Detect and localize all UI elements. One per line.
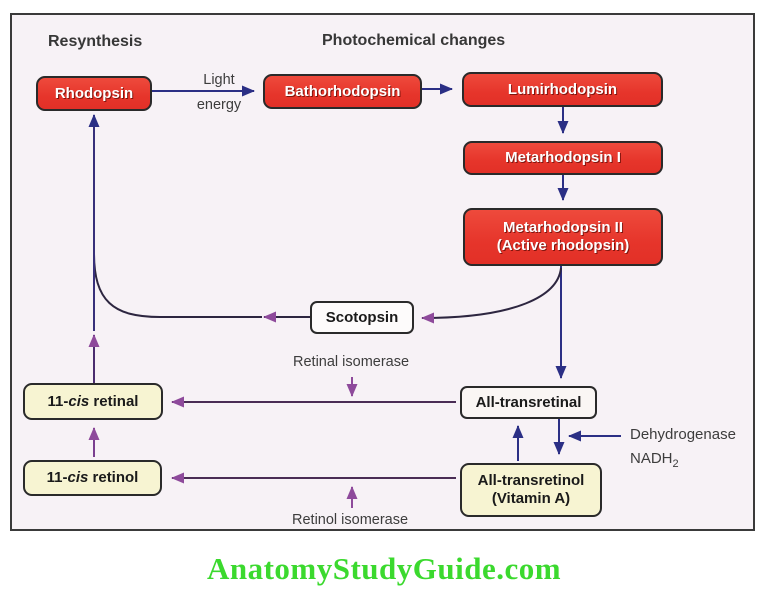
node-all-transretinal-label: All-transretinal: [475, 393, 582, 411]
node-11-cis-retinol-label: 11-cis retinol: [46, 469, 139, 486]
node-metarhodopsin-i: Metarhodopsin I: [463, 141, 663, 175]
heading-resynthesis: Resynthesis: [48, 33, 143, 50]
node-scotopsin: Scotopsin: [310, 301, 414, 334]
node-11-cis-retinal-label: 11-cis retinal: [47, 392, 139, 410]
curve-scotopsin-to-rhodopsin-line: [93, 252, 310, 323]
node-metarhodopsin-ii: Metarhodopsin II (Active rhodopsin): [463, 208, 663, 266]
node-lumirhodopsin: Lumirhodopsin: [462, 72, 663, 107]
label-nadh2: NADH2: [630, 450, 679, 470]
label-dehydrogenase: Dehydrogenase: [630, 426, 736, 443]
label-retinol-isomerase: Retinol isomerase: [292, 512, 409, 528]
node-rhodopsin-label: Rhodopsin: [54, 84, 134, 102]
node-bathorhodopsin-label: Bathorhodopsin: [284, 82, 401, 100]
node-11-cis-retinol: 11-cis retinol: [23, 460, 162, 496]
node-metarhodopsin-i-label: Metarhodopsin I: [505, 149, 621, 166]
node-all-transretinol: All-transretinol (Vitamin A): [460, 463, 602, 517]
node-bathorhodopsin: Bathorhodopsin: [263, 74, 422, 109]
node-rhodopsin: Rhodopsin: [36, 76, 152, 111]
watermark-anatomystudyguide: AnatomyStudyGuide.com: [206, 551, 562, 586]
node-scotopsin-label: Scotopsin: [325, 308, 399, 326]
heading-photochemical-changes: Photochemical changes: [322, 32, 506, 49]
curve-metarhodopsin-ii-to-scotopsin: [421, 267, 562, 324]
node-all-transretinal: All-transretinal: [460, 386, 597, 419]
node-11-cis-retinal: 11-cis retinal: [23, 383, 163, 420]
label-retinal-isomerase: Retinal isomerase: [293, 354, 410, 370]
label-light-energy: Light energy: [196, 72, 242, 113]
node-lumirhodopsin-label: Lumirhodopsin: [507, 80, 618, 98]
